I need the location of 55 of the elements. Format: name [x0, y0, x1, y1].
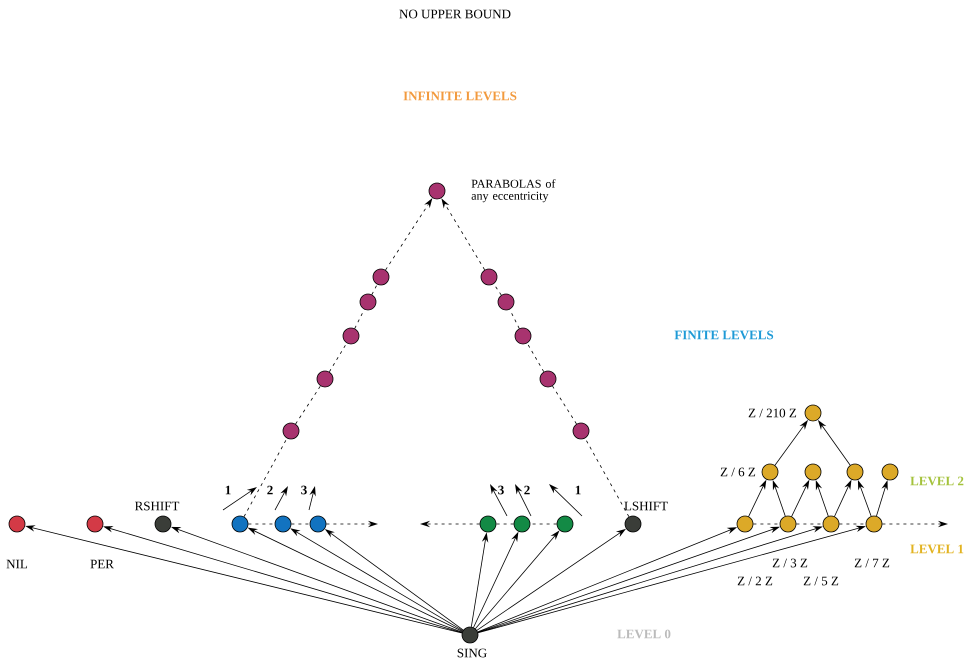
dot: [342, 328, 360, 344]
node-label: RSHIFT: [134, 502, 180, 510]
node-label: Z / 3 Z: [772, 558, 808, 568]
title: NO UPPER BOUND: [399, 10, 510, 18]
level-label: LEVEL 1: [910, 544, 964, 554]
node-label: PER: [90, 560, 114, 568]
dot: [780, 516, 796, 532]
dot: [360, 294, 376, 310]
dot: [282, 422, 300, 440]
dot: [866, 516, 882, 532]
dot: [846, 464, 864, 480]
node-label: NIL: [6, 560, 28, 568]
level-label: 3: [498, 486, 504, 494]
dot: [372, 268, 390, 286]
dot: [154, 516, 172, 532]
level-label: 1: [576, 486, 581, 494]
dot: [514, 328, 532, 344]
dot: [316, 370, 334, 388]
node-label: Z / 6 Z: [720, 468, 756, 476]
dot: [822, 516, 840, 532]
dot: [762, 464, 778, 480]
dot: [480, 268, 498, 286]
dot: [232, 516, 248, 532]
level-label: LEVEL 0: [617, 630, 670, 638]
dot: [572, 422, 590, 440]
dot: [804, 464, 822, 480]
dot: [540, 370, 556, 388]
level-label: 3: [301, 486, 307, 494]
dot: [556, 516, 574, 532]
dot: [498, 294, 514, 310]
dot: [8, 516, 26, 532]
node-label: SING: [458, 648, 487, 658]
dot: [310, 516, 326, 532]
dot: [462, 626, 478, 644]
node-label: LSHIFT: [624, 502, 668, 510]
dot: [480, 516, 496, 532]
node-label: Z / 7 Z: [854, 558, 890, 568]
dot: [624, 516, 642, 532]
level-label: LEVEL 2: [910, 476, 964, 486]
dot: [514, 516, 530, 532]
dot: [736, 516, 754, 532]
level-label: INFINITE LEVELS: [404, 92, 516, 100]
node-label: Z / 2 Z: [738, 576, 772, 586]
level-label: 2: [267, 486, 273, 494]
level-label: 1: [226, 486, 231, 494]
dot: [274, 516, 292, 532]
node-label: Z / 210 Z: [748, 408, 796, 418]
node-label: PARABOLAS of any eccentricity: [472, 179, 556, 202]
dot: [86, 516, 104, 532]
level-label: 2: [524, 486, 530, 494]
dot: [882, 464, 898, 480]
dot: [804, 404, 822, 422]
level-label: FINITE LEVELS: [674, 330, 774, 340]
dot: [428, 182, 446, 200]
node-label: Z / 5 Z: [804, 576, 838, 586]
